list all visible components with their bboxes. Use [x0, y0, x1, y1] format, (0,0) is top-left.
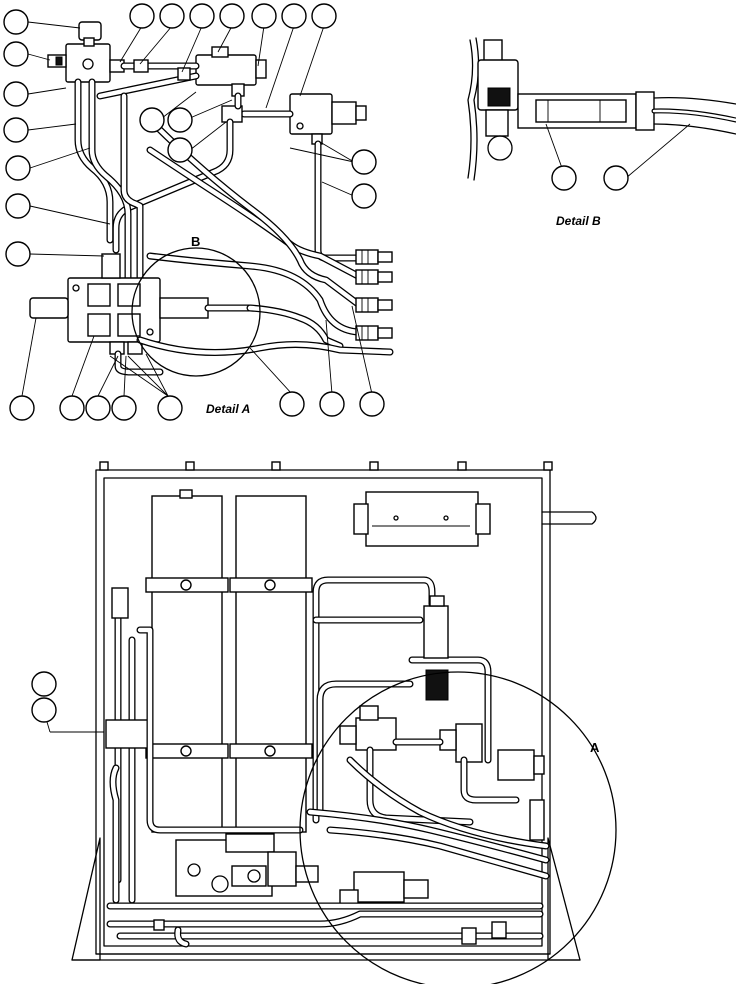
detail-b-view: Detail B — [467, 37, 736, 228]
detail-b-caption: Detail B — [556, 214, 601, 228]
end-fittings — [355, 249, 393, 341]
detail-a-view: B — [3, 3, 394, 421]
solenoid-valve — [47, 21, 125, 83]
callout-b-letter: B — [191, 234, 200, 249]
manifold-block — [29, 253, 209, 355]
detail-a-caption: Detail A — [206, 402, 250, 416]
pressure-switch — [289, 93, 367, 145]
relief-valve-upper — [195, 46, 267, 97]
frame-bolts — [99, 461, 553, 471]
callout-a-letter: A — [590, 740, 600, 755]
lower-manifold — [175, 833, 429, 905]
part-balloons-top — [3, 3, 385, 421]
filter-canisters — [145, 489, 313, 833]
callout-a-circle — [299, 671, 617, 984]
main-assembly-view: A — [31, 461, 617, 984]
control-box — [353, 491, 491, 547]
detail-a-circle — [131, 247, 261, 377]
